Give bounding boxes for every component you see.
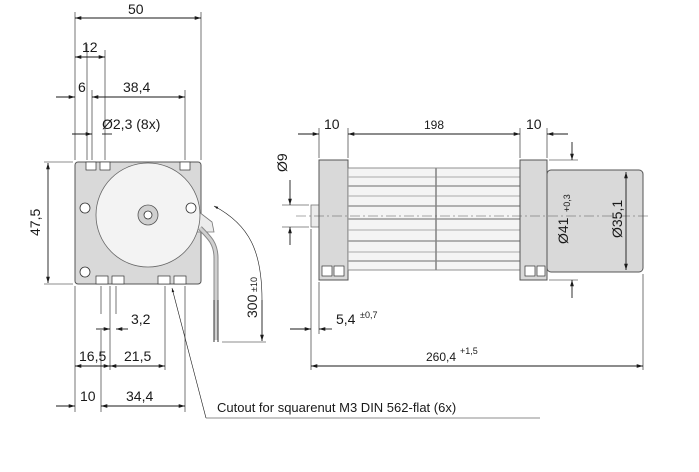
square-nut-slot	[99, 161, 111, 171]
dim-motor-diameter: Ø35,1	[609, 200, 625, 238]
hub-bore	[143, 210, 153, 220]
side-view	[296, 159, 650, 281]
dim-cable-tolerance: ±10	[249, 277, 259, 292]
square-nut-slot	[111, 275, 125, 285]
right-end-cap	[519, 159, 548, 281]
rotor-blades	[348, 168, 520, 270]
mounting-hole	[185, 202, 197, 214]
dim-overall-tolerance: +1,5	[460, 346, 478, 356]
dim-shaft-tolerance: ±0,7	[360, 310, 377, 320]
dim-shaft-diameter: Ø9	[274, 153, 290, 172]
dim-shaft-length: 5,4	[336, 311, 356, 327]
square-nut-slot	[179, 161, 191, 171]
dim-10: 10	[80, 388, 96, 404]
square-nut-slot	[95, 275, 109, 285]
side-dimension-labels: 10 198 10 Ø9 Ø41 +0,3 Ø35,1 5,4 ±0,7 260…	[274, 116, 625, 364]
front-view	[74, 161, 219, 342]
square-nut-slot	[157, 275, 171, 285]
dim-height: 47,5	[27, 209, 43, 236]
side-dimension-lines	[282, 128, 644, 370]
mounting-hole	[79, 202, 91, 214]
dim-slot-width: 3,2	[131, 311, 151, 327]
square-nut-slot	[173, 275, 187, 285]
dim-end-left: 10	[324, 116, 340, 132]
square-nut-slot	[85, 161, 97, 171]
dim-hole-span: 38,4	[123, 79, 150, 95]
cutout-note: Cutout for squarenut M3 DIN 562-flat (6x…	[217, 400, 456, 415]
front-dimension-labels: 50 12 6 38,4 Ø2,3 (8x) 47,5 300 ±10 3,2 …	[27, 1, 456, 415]
mounting-hole	[79, 266, 91, 278]
dim-cable-length: 300	[244, 294, 260, 318]
dim-16-5: 16,5	[79, 348, 106, 364]
dim-length-198: 198	[424, 118, 444, 132]
dim-offset-6: 6	[78, 79, 86, 95]
front-dimension-lines	[44, 12, 540, 419]
dim-outer-tolerance: +0,3	[562, 194, 572, 212]
dim-34-4: 34,4	[126, 388, 153, 404]
dim-width-total: 50	[128, 1, 144, 17]
left-end-cap	[318, 159, 349, 281]
dim-end-right: 10	[526, 116, 542, 132]
motor-housing	[546, 169, 644, 273]
dim-outer-diameter: Ø41	[555, 217, 571, 244]
dim-21-5: 21,5	[124, 348, 151, 364]
dim-offset-12: 12	[82, 39, 98, 55]
dim-hole-diameter: Ø2,3 (8x)	[102, 116, 160, 132]
dim-overall-length: 260,4	[426, 350, 456, 364]
